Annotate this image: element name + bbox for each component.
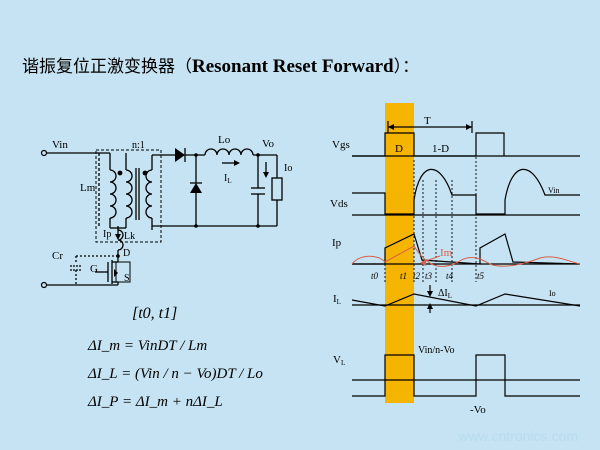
vin-label: Vin bbox=[548, 186, 560, 195]
title-prefix: 谐振复位正激变换器（ bbox=[22, 57, 192, 77]
interval-label: [t0, t1] bbox=[132, 305, 178, 322]
equation-3: ΔI_P = ΔI_m + nΔI_L bbox=[88, 394, 223, 410]
vin-n-vo-label: Vin/n-Vo bbox=[418, 345, 454, 356]
circuit-label-s: S bbox=[124, 273, 130, 284]
circuit-label-cr: Cr bbox=[52, 250, 63, 262]
circuit-label-io: Io bbox=[284, 163, 292, 174]
circuit-label-vo: Vo bbox=[262, 138, 275, 150]
circuit-label-lk: Lk bbox=[124, 231, 135, 242]
equation-1: ΔI_m = VinDT / Lm bbox=[88, 338, 208, 354]
ip-label: Ip bbox=[332, 237, 342, 249]
vds-label: Vds bbox=[330, 198, 348, 210]
io-label: Io bbox=[549, 289, 556, 298]
t1-label: t1 bbox=[400, 271, 407, 281]
watermark: www.cntronics.com bbox=[458, 428, 578, 444]
vl-label: VL bbox=[333, 354, 345, 367]
title-suffix: ）： bbox=[393, 57, 420, 77]
neg-vo-label: -Vo bbox=[470, 404, 486, 416]
slide-title: 谐振复位正激变换器（Resonant Reset Forward）： bbox=[22, 52, 419, 78]
il-label: IL bbox=[333, 293, 341, 306]
circuit-label-il: IL bbox=[224, 173, 232, 185]
title-bold: Resonant Reset Forward bbox=[192, 56, 394, 77]
circuit-label-d: D bbox=[123, 248, 130, 259]
t3-label: t3 bbox=[425, 271, 433, 281]
circuit-label-lo: Lo bbox=[218, 134, 231, 146]
t2-label: t2 bbox=[413, 271, 421, 281]
t4-label: t4 bbox=[446, 271, 454, 281]
circuit-label-lm: Lm bbox=[80, 182, 96, 194]
period-label: T bbox=[424, 115, 431, 127]
circuit-schematic: Vin n:1 Lm Lo Vo Io IL Ip Lk Cr D G S bbox=[40, 134, 292, 289]
im-label: Im bbox=[440, 247, 453, 259]
im-curve bbox=[351, 245, 581, 267]
delta-il-label: ΔIL bbox=[438, 288, 452, 300]
equation-2: ΔI_L = (Vin / n − Vo)DT / Lo bbox=[88, 366, 263, 382]
circuit-label-g: G bbox=[90, 263, 98, 275]
t5-label: t5 bbox=[477, 271, 485, 281]
t0-label: t0 bbox=[371, 271, 379, 281]
circuit-label-ip: Ip bbox=[103, 229, 111, 240]
switch-on-highlight bbox=[385, 103, 414, 403]
circuit-label-ratio: n:1 bbox=[132, 140, 145, 151]
duty-label: D bbox=[395, 143, 403, 155]
circuit-label-vin: Vin bbox=[52, 139, 68, 151]
vgs-label: Vgs bbox=[332, 139, 350, 151]
off-duty-label: 1-D bbox=[432, 143, 449, 155]
